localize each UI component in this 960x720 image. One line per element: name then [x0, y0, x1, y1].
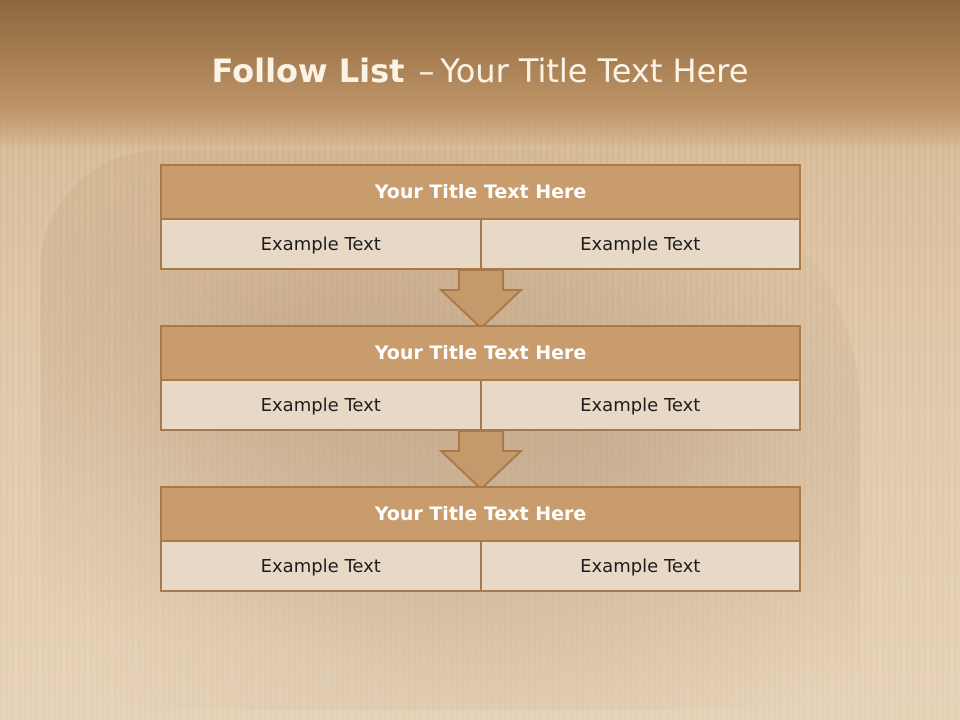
step-row: Example Text Example Text	[160, 220, 801, 270]
slide-title-rest: Your Title Text Here	[440, 52, 749, 90]
step-cell-left: Example Text	[160, 381, 482, 431]
step-cell-right: Example Text	[479, 381, 801, 431]
step-row: Example Text Example Text	[160, 381, 801, 431]
step-cell-left: Example Text	[160, 542, 482, 592]
down-arrow-icon	[439, 429, 523, 491]
step-title: Your Title Text Here	[160, 164, 801, 220]
step-cell-right: Example Text	[479, 220, 801, 270]
down-arrow-icon	[439, 268, 523, 330]
step-title: Your Title Text Here	[160, 486, 801, 542]
step-cell-left: Example Text	[160, 220, 482, 270]
step-row: Example Text Example Text	[160, 542, 801, 592]
title-band	[0, 0, 960, 150]
step-block-1: Your Title Text Here Example Text Exampl…	[160, 164, 801, 270]
slide-title: Follow List–Your Title Text Here	[0, 52, 960, 90]
slide-title-bold: Follow List	[211, 52, 405, 90]
step-title: Your Title Text Here	[160, 325, 801, 381]
step-block-2: Your Title Text Here Example Text Exampl…	[160, 325, 801, 431]
step-cell-right: Example Text	[479, 542, 801, 592]
step-block-3: Your Title Text Here Example Text Exampl…	[160, 486, 801, 592]
slide-title-separator: –	[418, 52, 435, 90]
